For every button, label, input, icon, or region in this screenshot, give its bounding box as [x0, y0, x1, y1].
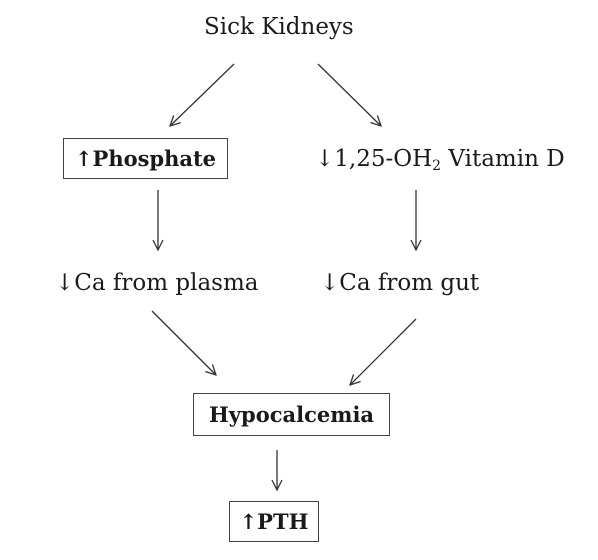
- ca-from-plasma-label: ↓Ca from plasma: [55, 270, 259, 296]
- arrow-ca-gut-to-hypocalcemia: [350, 318, 417, 385]
- node-hypocalcemia-box: Hypocalcemia: [193, 393, 390, 436]
- node-sick-kidneys: Sick Kidneys: [204, 16, 354, 39]
- vitamin-d-prefix: ↓1,25-OH: [315, 146, 433, 172]
- arrow-ca-plasma-to-hypocalcemia: [151, 310, 216, 375]
- node-ca-from-plasma: ↓Ca from plasma: [55, 272, 259, 295]
- node-phosphate-box: ↑Phosphate: [63, 138, 228, 179]
- arrow-kidneys-to-vitamin-d: [317, 63, 381, 126]
- sick-kidneys-label: Sick Kidneys: [204, 14, 354, 40]
- hypocalcemia-label: Hypocalcemia: [208, 402, 375, 427]
- pth-label: ↑PTH: [239, 509, 309, 534]
- phosphate-label: ↑Phosphate: [74, 146, 217, 171]
- arrow-kidneys-to-phosphate: [170, 63, 235, 126]
- ca-from-gut-label: ↓Ca from gut: [320, 270, 480, 296]
- vitamin-d-subscript: 2: [432, 158, 442, 174]
- node-ca-from-gut: ↓Ca from gut: [320, 272, 479, 295]
- node-vitamin-d: ↓1,25-OH2 Vitamin D: [315, 146, 565, 174]
- vitamin-d-suffix: Vitamin D: [441, 146, 565, 172]
- node-pth-box: ↑PTH: [229, 501, 319, 542]
